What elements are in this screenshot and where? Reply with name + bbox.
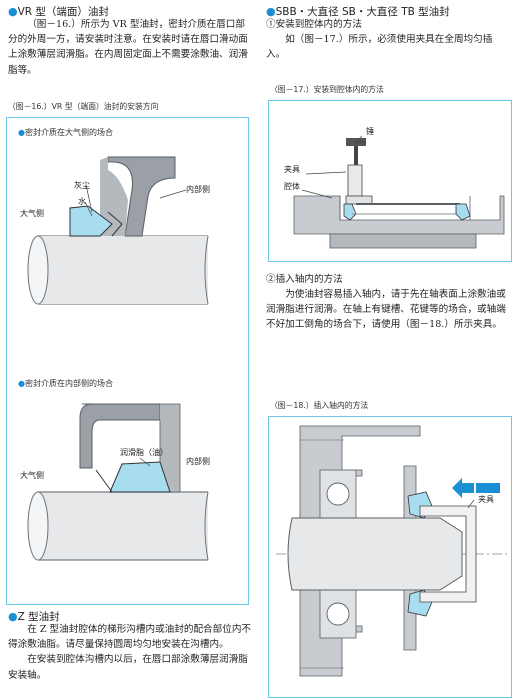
label-fixture-17: 夹具	[284, 165, 300, 174]
sbb-sub2: ②插入轴内的方法	[266, 274, 343, 285]
sbb-paragraph-2: 为使油封容易插入轴内，请于先在轴表面上涂敷油或润滑脂进行润滑。在轴上有键槽、花键…	[266, 289, 506, 331]
vr-paragraph: （图－16.）所示为 VR 型油封，密封介质在唇口部分的外周一方，请安装时注意。…	[8, 19, 248, 76]
label-dust: 灰尘	[74, 181, 90, 190]
fig16-sub1: ●密封介质在大气侧的场合	[18, 128, 113, 137]
arrow-left-icon	[452, 478, 474, 498]
fig16-drawings	[27, 156, 209, 561]
label-housing: 腔体	[284, 182, 300, 191]
bullet-icon: ●	[18, 379, 25, 388]
shaft-2	[27, 491, 209, 561]
fig16-caption: （图－16.）VR 型（端面）油封的安装方向	[8, 102, 159, 111]
label-atmos-2: 大气侧	[20, 471, 44, 480]
z-paragraph: 在 Z 型油封腔体的梯形沟槽内或油封的配合部位内不得涂敷油脂。请尽量保持圆周均匀…	[8, 624, 252, 681]
fig17-caption: （图－17.）安装到腔体内的方法	[270, 85, 384, 94]
label-fixture-18: 夹具	[478, 495, 494, 504]
z-heading: ●Z 型油封	[8, 610, 60, 623]
shaft-1	[27, 235, 209, 305]
fig16-sub2: ●密封介质在内部侧的场合	[18, 379, 113, 388]
label-hammer: 锤	[366, 127, 374, 136]
label-inner-1: 内部侧	[186, 185, 210, 194]
bullet-icon: ●	[8, 5, 18, 18]
bullet-icon: ●	[18, 128, 25, 137]
vr-heading: ●VR 型（端面）油封	[8, 5, 109, 18]
label-grease: 润滑脂（油）	[120, 448, 168, 457]
sbb-paragraph-1: 如（图－17.）所示，必须使用夹具在全周均匀插入。	[266, 34, 493, 61]
label-atmos-1: 大气侧	[20, 209, 44, 218]
label-water: 水	[78, 197, 86, 206]
sbb-heading: ●SBB・大直径 SB・大直径 TB 型油封	[266, 5, 450, 18]
label-inner-2: 内部侧	[186, 457, 210, 466]
bullet-icon: ●	[8, 610, 18, 623]
bullet-icon: ●	[266, 5, 276, 18]
fig16-frame	[6, 117, 249, 605]
sbb-sub1: ①安装到腔体内的方法	[266, 19, 362, 30]
fig18-caption: （图－18.）插入轴内的方法	[270, 401, 369, 410]
